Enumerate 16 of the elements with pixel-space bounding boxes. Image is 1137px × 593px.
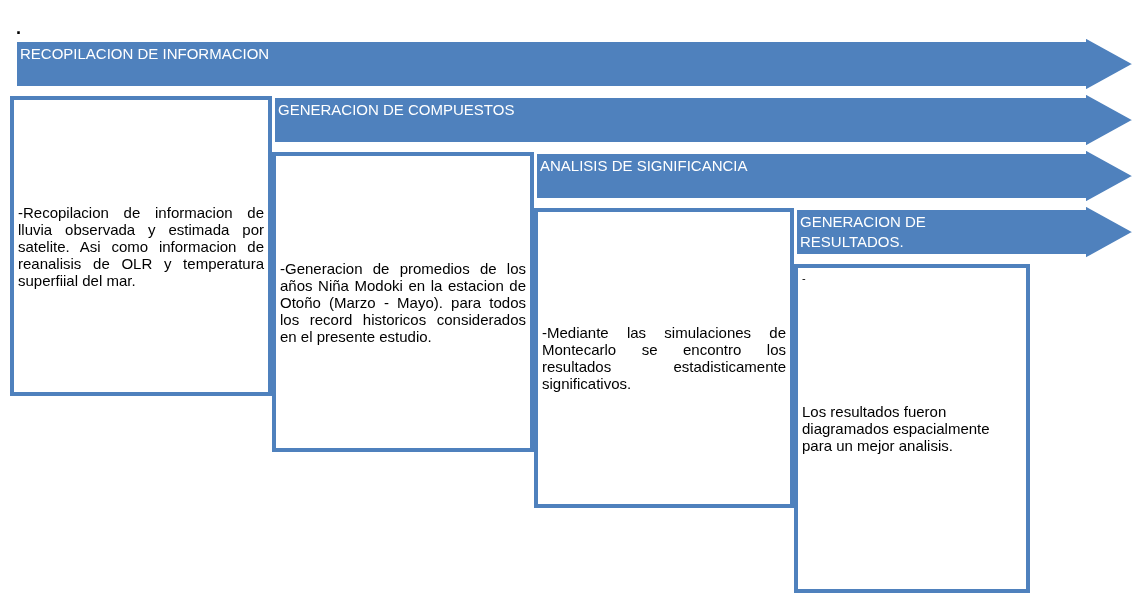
- step-banner: [273, 92, 1135, 148]
- step-banner: [535, 148, 1135, 204]
- step-banner: [15, 36, 1135, 92]
- step-description: -Recopilacion de informacion de lluvia observada y estimada por satelite. Asi como informacion de reanalisis de OLR y temperatura superfiial del mar.: [18, 203, 264, 289]
- step-description: -Generacion de promedios de los años Niña Modoki en la estacion de Otoño (Marzo - Mayo). para todos los record historicos considerados en el presente estudio.: [280, 259, 526, 345]
- step-heading: RECOPILACION DE INFORMACION: [20, 44, 271, 64]
- step-heading: ANALISIS DE SIGNIFICANCIA: [540, 156, 749, 176]
- description-box: [794, 264, 1030, 593]
- step-heading: GENERACION DE COMPUESTOS: [278, 100, 516, 120]
- step-description: -Mediante las simulaciones de Montecarlo se encontro los resultados estadisticamente significativos.: [542, 324, 786, 392]
- description-box: [10, 96, 272, 396]
- dash-text: -: [802, 272, 806, 284]
- period-text: .: [16, 18, 21, 39]
- step-description: Los resultados fueron diagramados espacialmente para un mejor analisis.: [802, 403, 991, 454]
- step-banner: [795, 204, 1135, 260]
- step-heading: GENERACION DE RESULTADOS.: [800, 212, 927, 252]
